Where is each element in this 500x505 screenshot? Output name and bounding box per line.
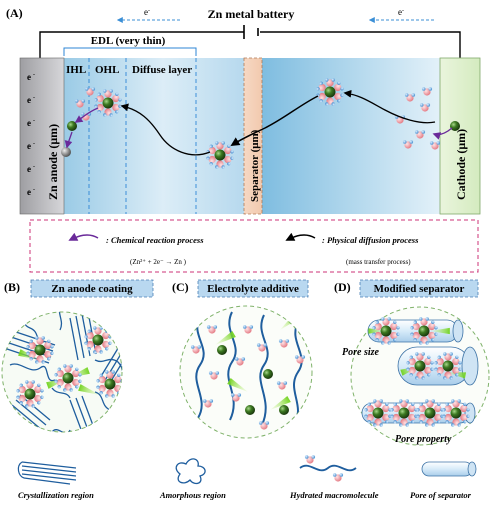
process-legend-box <box>29 219 479 273</box>
svg-text:e: e <box>27 72 31 82</box>
anode-label: Zn anode (μm) <box>46 124 60 200</box>
battery-title: Zn metal battery <box>208 7 295 21</box>
diffusion-path-cathode <box>343 89 436 124</box>
reaction-path-surface <box>64 131 73 149</box>
svg-text:e: e <box>27 141 31 151</box>
deposited-zn-atom <box>61 147 71 157</box>
cathode-label: Cathode (μm) <box>454 129 468 200</box>
electrolyte-left <box>64 58 244 214</box>
additive-chains <box>190 311 306 430</box>
panel-b-label: (B) <box>4 280 20 294</box>
svg-text:e: e <box>27 164 31 174</box>
chemical-reaction-legend-arrow <box>68 232 99 241</box>
panel-c-title: Electrolyte additive <box>207 283 299 295</box>
zn-anode <box>19 57 65 215</box>
panel-d: (D) Modified separator Pore size Pore <box>334 279 490 446</box>
crystallization-region-icon <box>17 461 77 485</box>
legend-pore: Pore of separator <box>410 490 472 500</box>
svg-text:e: e <box>27 187 31 197</box>
panel-b-title-bg <box>30 279 154 298</box>
separator-pore-icon <box>421 461 477 477</box>
panel-a-label: (A) <box>6 6 23 20</box>
physical-diffusion-legend-arrow <box>285 232 316 241</box>
svg-text:e: e <box>27 95 31 105</box>
electron-label-right: e- <box>398 7 404 17</box>
svg-text:-: - <box>33 95 35 101</box>
zn-atom <box>450 121 460 131</box>
legend-hydrated: Hydrated macromolecule <box>289 490 379 500</box>
legend-crystallization: Crystallization region <box>18 490 94 500</box>
panel-d-label: (D) <box>334 280 351 294</box>
legend-chemical-label: : Chemical reaction process <box>106 235 204 245</box>
zn-atom <box>67 121 77 131</box>
panel-a: (A) Zn metal battery e- e- Zn anode (μm)… <box>6 6 481 273</box>
edl-label: EDL (very thin) <box>91 35 166 47</box>
bottom-legend: Crystallization region Amorphous region … <box>17 455 477 500</box>
reaction-equation: (Zn²⁺ + 2e⁻ → Zn ) <box>130 258 187 266</box>
ihl-label: IHL <box>66 64 86 76</box>
svg-text:-: - <box>33 164 35 170</box>
panel-b-title: Zn anode coating <box>51 283 133 295</box>
edl-bracket <box>63 47 197 56</box>
panel-c-label: (C) <box>172 280 189 294</box>
panel-c: (C) Electrolyte additive <box>172 279 313 439</box>
svg-text:-: - <box>33 187 35 193</box>
amorphous-region-icon <box>175 458 206 485</box>
separator-label: Separator (μm) <box>249 129 261 202</box>
legend-amorphous: Amorphous region <box>159 490 226 500</box>
electron-label-left: e- <box>144 7 150 17</box>
panel-d-title: Modified separator <box>374 283 465 295</box>
hydrated-macromolecule-icon <box>299 455 357 482</box>
diffusion-path-separator <box>230 95 319 146</box>
svg-text:-: - <box>33 118 35 124</box>
ohl-label: OHL <box>95 64 119 76</box>
pore-size-label: Pore size <box>342 347 380 358</box>
pore-property-label: Pore property <box>395 434 452 445</box>
diffusion-path-diffuse <box>120 103 211 156</box>
svg-text:-: - <box>33 72 35 78</box>
mass-transfer-note: (mass transfer process) <box>346 258 411 266</box>
anode-electrons: e e e e e e - - - - - - <box>27 72 35 197</box>
panel-c-title-bg <box>197 279 309 298</box>
panel-b: (B) Zn anode coating <box>1 279 154 433</box>
cathode <box>439 57 481 215</box>
svg-text:-: - <box>33 141 35 147</box>
legend-physical-label: : Physical diffusion process <box>322 235 419 245</box>
svg-text:e: e <box>27 118 31 128</box>
electrolyte-right <box>262 58 440 214</box>
reaction-path-anode <box>74 107 99 123</box>
reaction-path-cathode <box>432 127 453 140</box>
panel-d-title-bg <box>359 279 479 298</box>
external-circuit-wire <box>39 31 461 58</box>
pore-2 <box>397 346 479 386</box>
diffuse-label: Diffuse layer <box>132 64 192 76</box>
separator <box>243 57 263 215</box>
